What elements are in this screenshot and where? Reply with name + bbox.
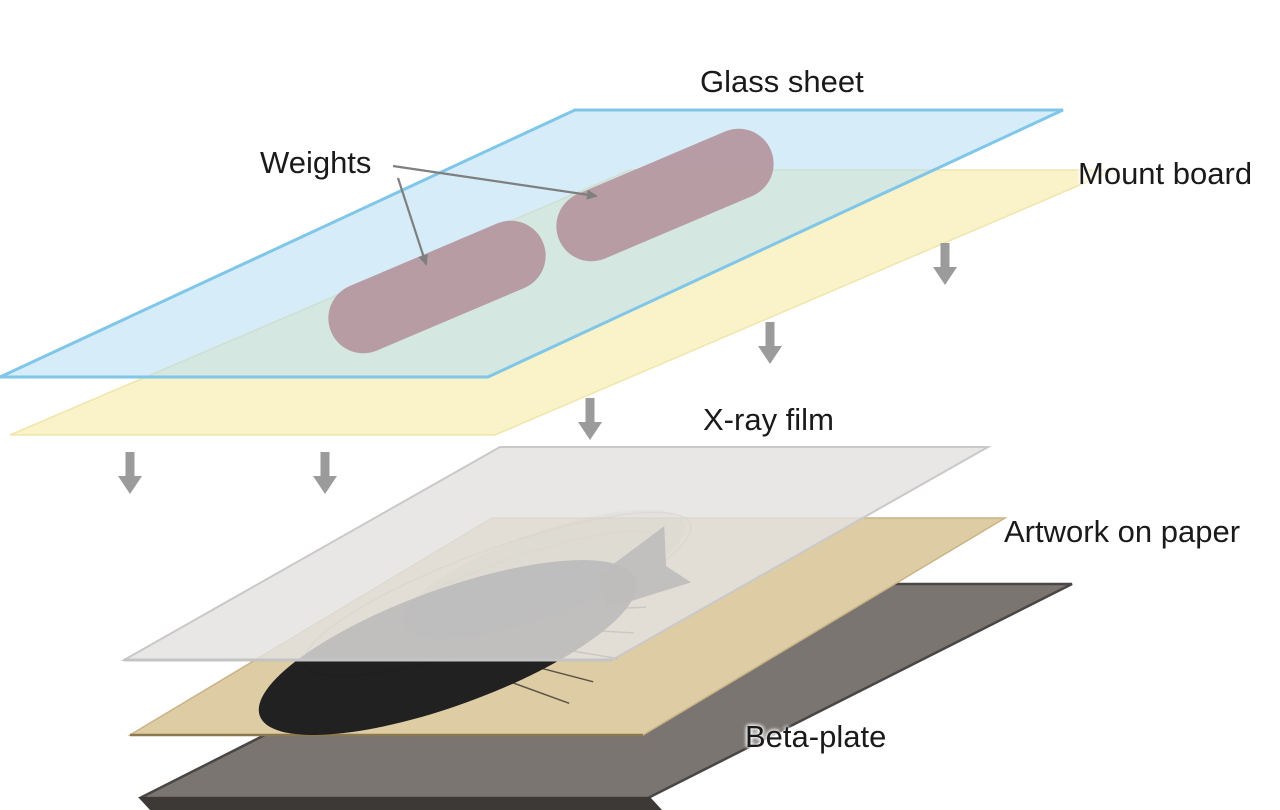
weights-label: Weights	[260, 145, 372, 180]
xray-film-label: X-ray film	[703, 402, 834, 437]
weight-2	[556, 128, 774, 262]
down-arrow-3	[578, 398, 602, 440]
beta-plate-label: Beta-plate	[745, 719, 887, 754]
down-arrow-2	[758, 322, 782, 364]
glass-sheet-label: Glass sheet	[700, 64, 864, 99]
mount-board-label: Mount board	[1078, 156, 1253, 191]
weight-1	[328, 220, 546, 354]
down-arrow-1	[933, 243, 957, 285]
weights-pointer-line-down	[396, 177, 428, 266]
down-arrow-5	[313, 452, 337, 494]
artwork-label: Artwork on paper	[1004, 514, 1241, 549]
weights-pointer-line-right	[392, 164, 598, 200]
down-arrow-4	[118, 452, 142, 494]
beta-plate-front-edge	[138, 797, 662, 810]
